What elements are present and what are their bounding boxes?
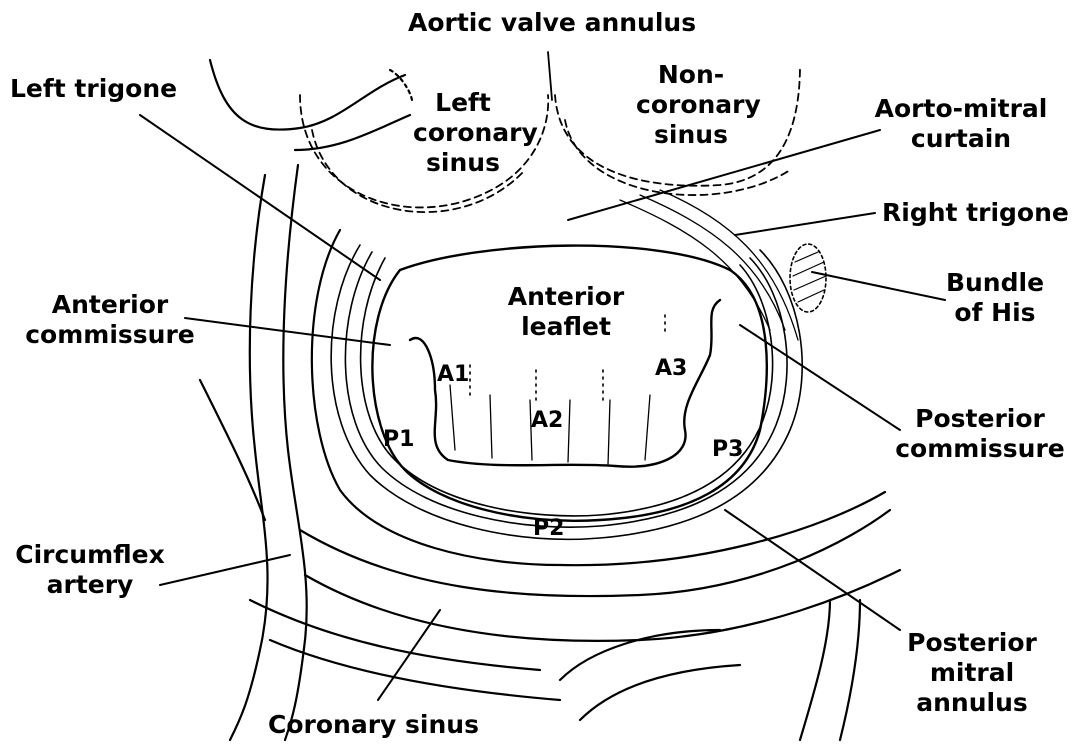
leader-posterior-mitral-annulus <box>725 510 900 630</box>
aortic-annulus-pointer <box>548 52 552 100</box>
label-left-coronary-sinus: Left coronary sinus <box>413 88 513 178</box>
right-trigone-fibres <box>620 190 798 340</box>
leader-anterior-commissure <box>185 318 390 345</box>
label-scallop-a2: A2 <box>531 406 563 436</box>
label-posterior-mitral-annulus: Posterior mitral annulus <box>892 628 1052 718</box>
circumflex-artery-vessel <box>230 165 307 740</box>
label-anterior-leaflet: Anterior leaflet <box>502 282 630 342</box>
leader-coronary-sinus <box>378 610 440 700</box>
leader-circumflex-artery <box>160 555 290 585</box>
leader-left-trigone <box>140 115 380 280</box>
label-coronary-sinus: Coronary sinus <box>268 710 479 740</box>
label-non-coronary-sinus: Non- coronary sinus <box>636 60 746 150</box>
label-left-trigone: Left trigone <box>10 74 177 104</box>
label-aorto-mitral-curtain: Aorto-mitral curtain <box>866 94 1056 154</box>
bundle-of-his-hatch <box>793 252 826 302</box>
label-scallop-a1: A1 <box>437 360 469 390</box>
leader-bundle-of-his <box>812 272 945 300</box>
label-circumflex-artery: Circumflex artery <box>15 540 165 600</box>
label-anterior-commissure: Anterior commissure <box>20 290 200 350</box>
label-scallop-p1: P1 <box>383 425 414 455</box>
label-scallop-p3: P3 <box>712 435 743 465</box>
label-posterior-commissure: Posterior commissure <box>890 404 1070 464</box>
label-aortic-valve-annulus: Aortic valve annulus <box>408 8 696 38</box>
label-bundle-of-his: Bundle of His <box>940 268 1050 328</box>
leader-right-trigone <box>735 213 875 235</box>
left-trigone-structure <box>210 60 412 150</box>
label-scallop-p2: P2 <box>533 514 564 544</box>
label-scallop-a3: A3 <box>655 354 687 384</box>
label-right-trigone: Right trigone <box>882 198 1069 228</box>
